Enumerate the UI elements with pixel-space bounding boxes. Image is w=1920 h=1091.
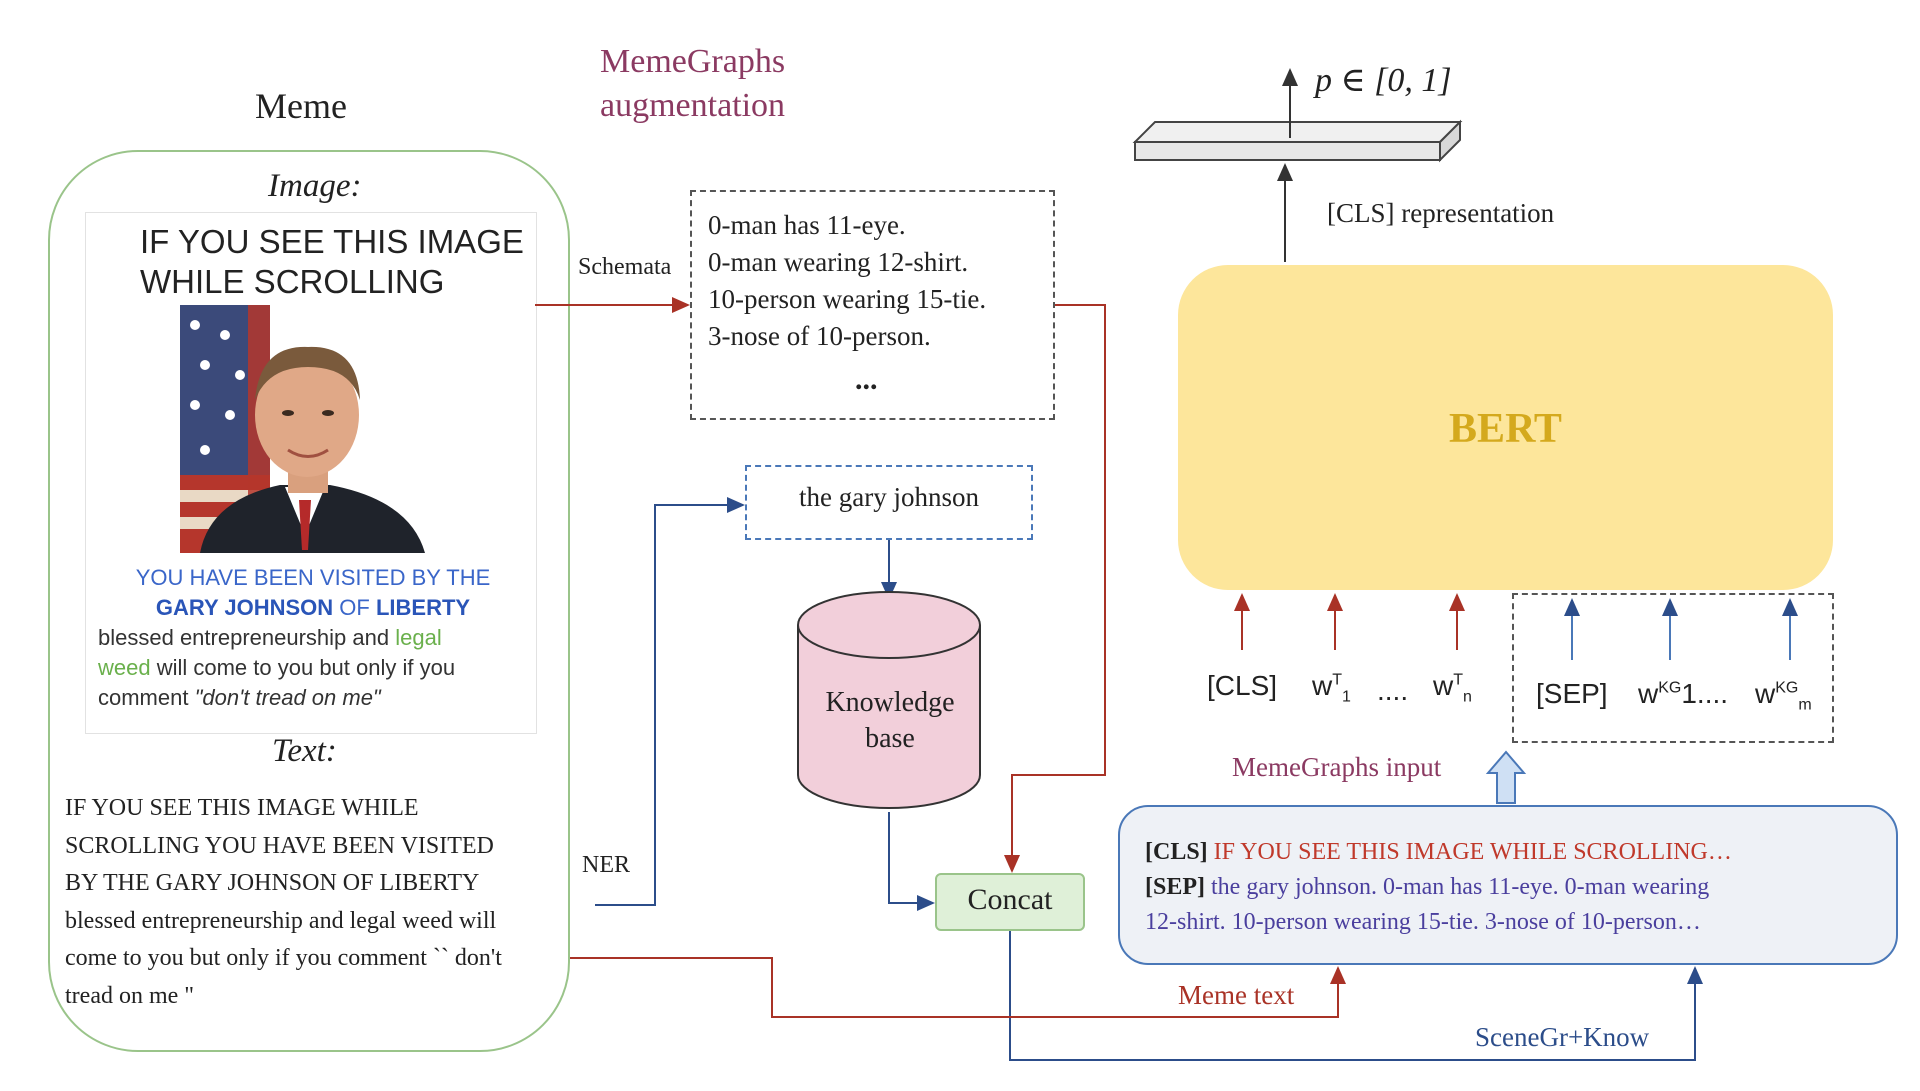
token-sub: 1 [1342, 688, 1351, 706]
knowledge-base-label: Knowledge base [800, 685, 980, 757]
kg-token-box [1512, 593, 1834, 743]
schemata-label: Schemata [578, 254, 672, 280]
output-probability-label: p ∈ [0, 1] [1315, 62, 1452, 99]
ner-label: NER [582, 852, 630, 878]
meme-image-top-line: WHILE SCROLLING [140, 263, 445, 300]
schemata-box [690, 190, 1055, 420]
schemata-line: 0-man wearing 12-shirt. [708, 247, 969, 277]
token-dots: .... [1377, 675, 1409, 706]
meme-title: Meme [255, 86, 347, 126]
caption-text: comment [98, 685, 195, 710]
bert-label: BERT [1449, 406, 1562, 452]
entity-text: the gary johnson [799, 482, 979, 512]
caption-line: GARY JOHNSON OF LIBERTY [98, 593, 528, 623]
image-label: Image: [268, 168, 362, 204]
caption-liberty: LIBERTY [375, 595, 471, 620]
caption-green-text: weed [98, 655, 151, 680]
meme-text-line: blessed entrepreneurship and legal weed … [65, 907, 497, 934]
caption-line: weed will come to you but only if you [98, 653, 528, 683]
token-kgm: wKGm [1755, 678, 1812, 715]
caption-line: blessed entrepreneurship and legal [98, 623, 528, 653]
token-sup: T [1453, 671, 1464, 689]
caption-of: OF [333, 595, 376, 620]
token-sub: m [1798, 696, 1812, 714]
concat-box [935, 873, 1085, 931]
kb-line: base [865, 723, 915, 754]
bert-block [1178, 265, 1833, 590]
meme-text-label: Meme text [1178, 980, 1295, 1010]
meme-text-block: IF YOU SEE THIS IMAGE WHILE SCROLLING YO… [65, 790, 565, 1015]
meme-text-line: tread on me " [65, 982, 195, 1009]
token-w: w [1312, 670, 1333, 701]
scenegr-know-label: SceneGr+Know [1475, 1022, 1650, 1052]
token-sup: T [1332, 671, 1343, 689]
memegraphs-title-line2: augmentation [600, 87, 786, 124]
memegraphs-title-line1: MemeGraphs [600, 43, 786, 80]
portrait-photo [180, 305, 435, 553]
token-sup: KG [1775, 679, 1799, 697]
meme-text-line: come to you but only if you comment `` d… [65, 945, 502, 971]
schemata-line: 0-man has 11-eye. [708, 210, 906, 240]
meme-text-arrow [570, 957, 1346, 1018]
caption-text: will come to you but only if you [150, 655, 456, 680]
memegraphs-augmentation-title: MemeGraphs augmentation [600, 40, 785, 128]
text-label: Text: [272, 733, 337, 769]
scenegr-arrow [1009, 931, 1703, 1061]
schemata-to-concat-arrow [1004, 304, 1106, 873]
input-cls-text: IF YOU SEE THIS IMAGE WHILE SCROLLING… [1207, 839, 1732, 865]
meme-panel [48, 150, 570, 1052]
meme-text-line: IF YOU SEE THIS IMAGE WHILE [65, 795, 419, 821]
kb-line: Knowledge [825, 687, 955, 718]
token-w: w [1638, 678, 1659, 709]
knowledge-base-cylinder [797, 591, 981, 809]
caption-name: GARY JOHNSON [155, 595, 334, 620]
memegraphs-input-text: [CLS] IF YOU SEE THIS IMAGE WHILE SCROLL… [1145, 835, 1885, 940]
meme-image-top-text: IF YOU SEE THIS IMAGE WHILE SCROLLING [140, 222, 524, 302]
cls-representation-label: [CLS] representation [1327, 198, 1555, 228]
schemata-line: 10-person wearing 15-tie. [708, 284, 987, 314]
kb-to-concat-arrow [888, 812, 935, 911]
schemata-line: 3-nose of 10-person. [708, 321, 931, 351]
token-sup: KG [1658, 679, 1682, 697]
token-cls: [CLS] [1207, 670, 1278, 701]
schemata-list: 0-man has 11-eye. 0-man wearing 12-shirt… [708, 207, 986, 355]
ner-arrow [595, 497, 745, 906]
entity-box [745, 465, 1033, 540]
token-sep: [SEP] [1536, 678, 1608, 709]
token-w: w [1433, 670, 1454, 701]
input-cls-tag: [CLS] [1145, 839, 1208, 865]
output-layer [1132, 119, 1463, 163]
memegraphs-input-arrow [1485, 750, 1527, 804]
input-sep-line-2: 12-shirt. 10-person wearing 15-tie. 3-no… [1145, 909, 1701, 935]
caption-green-text: legal [395, 625, 442, 650]
caption-line: YOU HAVE BEEN VISITED BY THE [135, 565, 491, 590]
token-kg-dots: 1.... [1681, 678, 1729, 709]
token-w1: wT1 [1312, 670, 1351, 707]
schemata-ellipsis: ... [855, 363, 878, 396]
memegraphs-input-box [1118, 805, 1898, 965]
meme-image-top-line: IF YOU SEE THIS IMAGE [140, 223, 524, 260]
meme-image-caption: YOU HAVE BEEN VISITED BY THE GARY JOHNSO… [98, 563, 528, 713]
token-wn: wTn [1433, 670, 1472, 707]
token-w: w [1755, 678, 1776, 709]
caption-line: comment "don't tread on me" [98, 683, 528, 713]
input-sep-text: the gary johnson. 0-man has 11-eye. 0-ma… [1205, 874, 1710, 900]
caption-text: blessed entrepreneurship and [98, 625, 396, 650]
concat-label: Concat [967, 883, 1053, 916]
meme-text-line: SCROLLING YOU HAVE BEEN VISITED [65, 832, 494, 859]
token-sub: n [1463, 688, 1472, 706]
memegraphs-input-label: MemeGraphs input [1232, 752, 1442, 782]
input-cls-line: [CLS] IF YOU SEE THIS IMAGE WHILE SCROLL… [1145, 835, 1885, 870]
caption-quote: "don't tread on me" [194, 685, 381, 710]
input-sep-line: [SEP] the gary johnson. 0-man has 11-eye… [1145, 870, 1885, 905]
input-sep-tag: [SEP] [1145, 874, 1205, 900]
token-kg1: wKG1.... [1638, 678, 1728, 710]
meme-text-line: BY THE GARY JOHNSON OF LIBERTY [65, 870, 480, 896]
